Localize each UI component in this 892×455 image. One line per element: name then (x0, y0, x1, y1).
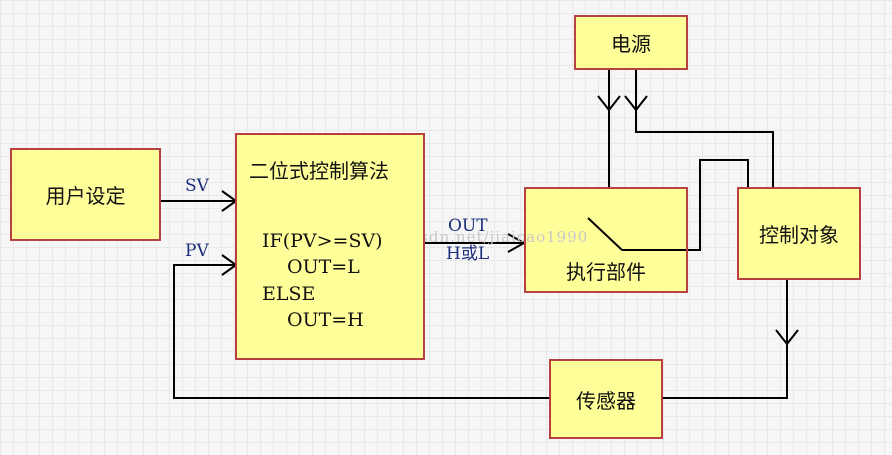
pv-signal-label: PV (185, 241, 209, 261)
out-signal-label: OUT (448, 216, 488, 236)
control-object-label: 控制对象 (759, 223, 839, 247)
actuator-label: 执行部件 (566, 260, 646, 284)
algorithm-box (235, 133, 425, 360)
algorithm-title: 二位式控制算法 (249, 159, 389, 183)
code-line-else: ELSE (262, 283, 316, 305)
object-to-sensor-line (663, 280, 788, 399)
actuator-box: 执行部件 (524, 187, 688, 293)
power-arrowhead-right (624, 95, 648, 112)
out-value-label: H或L (446, 244, 490, 264)
user-setting-box: 用户设定 (10, 148, 161, 241)
control-object-box: 控制对象 (737, 187, 861, 280)
sensor-arrowhead (775, 329, 799, 346)
pv-feedback-line (173, 264, 549, 399)
code-line-if: IF(PV>=SV) (262, 230, 383, 252)
switch-output-line (622, 159, 749, 251)
user-setting-label: 用户设定 (45, 184, 126, 208)
power-label: 电源 (611, 32, 651, 56)
power-arrowhead-left (597, 95, 621, 112)
code-line-out-l: OUT=L (287, 256, 360, 278)
code-line-out-h: OUT=H (287, 309, 364, 331)
power-line-right (635, 70, 774, 188)
sensor-label: 传感器 (576, 388, 636, 413)
switch-blade (587, 217, 623, 251)
sv-signal-label: SV (185, 176, 209, 196)
sensor-box: 传感器 (549, 359, 663, 439)
power-box: 电源 (574, 15, 688, 70)
